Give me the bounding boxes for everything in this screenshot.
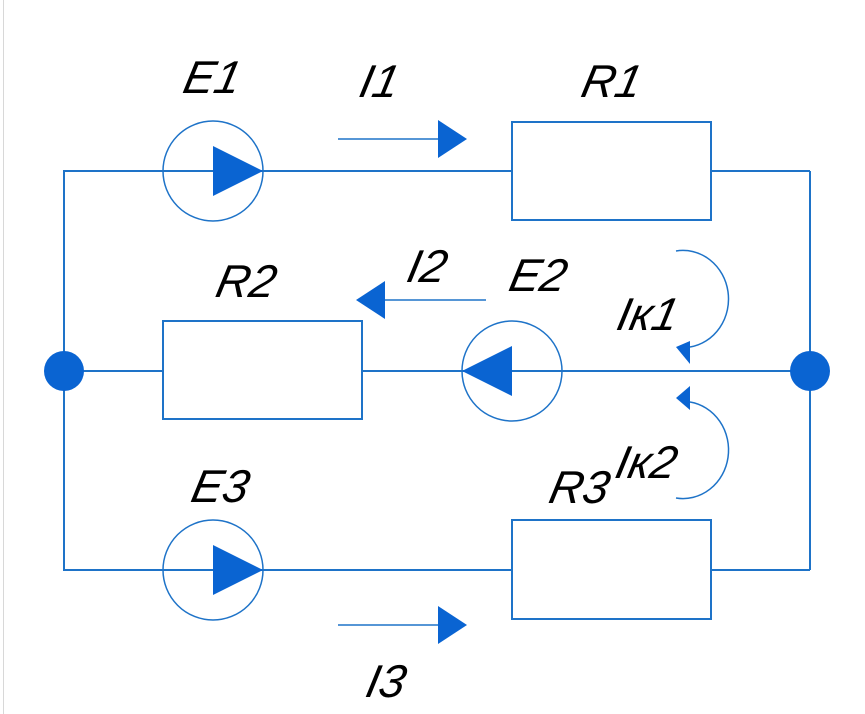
label-R2: R2 (212, 255, 282, 306)
resistor-R2 (162, 320, 363, 420)
label-E1: E1 (179, 51, 246, 102)
right-node (790, 351, 830, 391)
resistor-R3 (511, 519, 712, 620)
left-node (44, 351, 84, 391)
label-I3: I3 (362, 655, 411, 706)
label-Ik2: Iк2 (611, 436, 682, 487)
label-E3: E3 (187, 460, 254, 511)
current-I1-arrow-icon (338, 120, 467, 158)
image-border (3, 0, 4, 714)
source-E1 (162, 120, 264, 222)
loop-current-Ik2-arc-icon (675, 386, 730, 500)
label-I1: I1 (355, 55, 404, 106)
loop-current-Ik1-arc-icon (675, 249, 730, 364)
label-R3: R3 (545, 461, 615, 512)
label-R1: R1 (577, 55, 647, 106)
resistor-R1 (511, 121, 712, 221)
label-E2: E2 (505, 249, 572, 300)
source-E3 (162, 519, 264, 621)
source-E2-arrow-icon (462, 346, 512, 396)
top-branch-wire (63, 170, 512, 371)
source-E1-arrow-icon (213, 146, 263, 196)
current-I3-arrow-icon (338, 606, 467, 644)
source-E2 (461, 320, 563, 422)
current-I2-arrow-icon (356, 281, 486, 319)
label-Ik1: Iк1 (613, 288, 684, 339)
bottom-branch-wire (63, 371, 512, 571)
label-I2: I2 (403, 240, 452, 291)
source-E3-arrow-icon (213, 545, 263, 595)
wires (63, 170, 811, 571)
